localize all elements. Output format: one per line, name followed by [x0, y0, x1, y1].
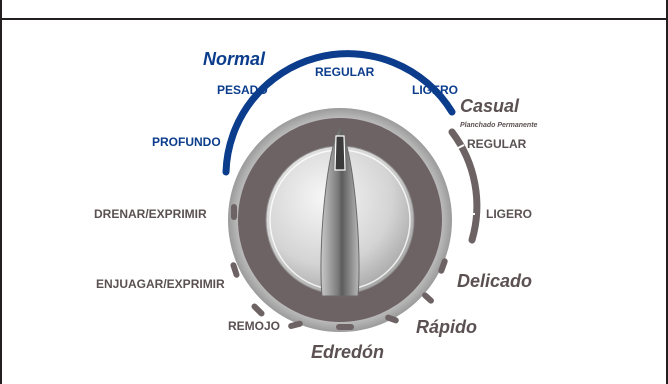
- setting-remojo[interactable]: REMOJO: [228, 319, 281, 333]
- normal-range-arc: [222, 50, 456, 176]
- panel-right-border: [666, 0, 668, 384]
- casual-range-arc: [448, 128, 481, 244]
- group-casual-label: Casual: [460, 96, 520, 116]
- group-normal-label: Normal: [203, 49, 266, 69]
- setting-regular-normal[interactable]: REGULAR: [315, 65, 375, 79]
- knob-grip[interactable]: [320, 127, 360, 297]
- group-rapido-label: Rápido: [416, 317, 477, 337]
- setting-enjuagar-exprimir[interactable]: ENJUAGAR/EXPRIMIR: [96, 277, 225, 291]
- setting-ligero-normal[interactable]: LIGERO: [412, 83, 459, 97]
- setting-ligero-casual[interactable]: LIGERO: [486, 207, 533, 221]
- knob-pointer: [334, 135, 346, 171]
- setting-pesado[interactable]: PESADO: [217, 83, 268, 97]
- setting-regular-casual[interactable]: REGULAR: [467, 137, 527, 151]
- setting-drenar-exprimir[interactable]: DRENAR/EXPRIMIR: [94, 207, 207, 221]
- setting-profundo[interactable]: PROFUNDO: [152, 135, 221, 149]
- group-delicado-label: Delicado: [457, 271, 533, 291]
- casual-sub-label: Planchado Permanente: [460, 122, 538, 129]
- cycle-position-markers: [230, 204, 448, 330]
- panel-top-frame: [0, 0, 668, 20]
- group-edredon-label: Edredón: [311, 342, 385, 362]
- arc-tick-marks: [233, 80, 475, 215]
- panel-left-border: [0, 0, 2, 384]
